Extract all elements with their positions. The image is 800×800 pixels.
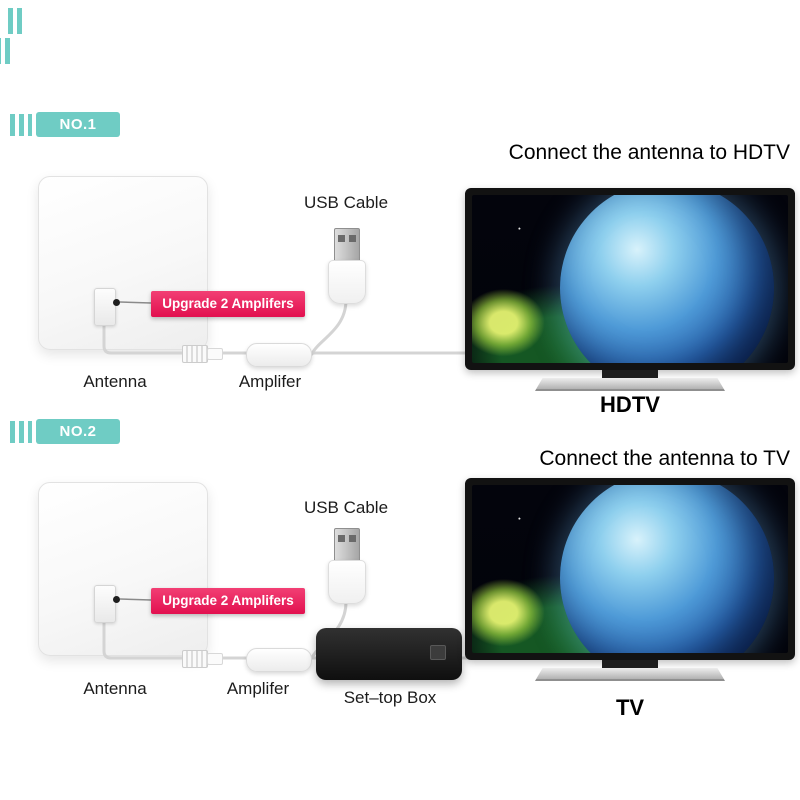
antenna-connector [94, 288, 116, 326]
settop-port [430, 645, 446, 660]
section1-stripe-icon [10, 114, 32, 136]
pointer-dot [113, 299, 120, 306]
amplifier [246, 343, 312, 367]
tv-screen [472, 485, 788, 653]
planet-graphic [560, 485, 774, 653]
usb-plug-icon [334, 228, 360, 262]
tv-stand-neck [602, 370, 658, 378]
pointer-dot [113, 596, 120, 603]
usb-plug-icon [334, 528, 360, 562]
usb-cable-label: USB Cable [303, 498, 389, 517]
amplifier-label: Amplifer [238, 372, 302, 391]
usb-slot [349, 535, 356, 542]
antenna-connector [94, 585, 116, 623]
tv-screen [472, 195, 788, 363]
settop-label: Set–top Box [343, 688, 437, 707]
usb-slot [338, 235, 345, 242]
usb-slot [349, 235, 356, 242]
tv-stand-base [535, 668, 725, 681]
amplifier [246, 648, 312, 672]
tv-caption: TV [615, 695, 645, 720]
tv-hdtv [465, 188, 795, 370]
section1-number-badge: NO.1 [36, 112, 120, 137]
usb-cable [310, 298, 348, 356]
coax-joint-icon [182, 345, 208, 363]
usb-plug-body [328, 560, 366, 604]
upgrade-badge: Upgrade 2 Amplifers [151, 588, 305, 614]
section2-stripe-icon [10, 421, 32, 443]
usb-cable-label: USB Cable [303, 193, 389, 212]
antenna-label: Antenna [83, 679, 147, 698]
tv-stand-base [535, 378, 725, 391]
section2-heading: Connect the antenna to TV [539, 447, 790, 470]
antenna-panel [38, 176, 208, 350]
antenna-panel [38, 482, 208, 656]
section1-heading: Connect the antenna to HDTV [508, 141, 790, 164]
amplifier-label: Amplifer [226, 679, 290, 698]
coax-joint-icon [182, 650, 208, 668]
usb-slot [338, 535, 345, 542]
tv-standard [465, 478, 795, 660]
coax-joint-icon [207, 653, 223, 665]
antenna-label: Antenna [83, 372, 147, 391]
upgrade-badge: Upgrade 2 Amplifers [151, 291, 305, 317]
corner-decor-icon [0, 38, 12, 64]
settop-box [316, 628, 462, 680]
tv-caption: HDTV [600, 392, 660, 417]
planet-graphic [560, 195, 774, 363]
section2-number-badge: NO.2 [36, 419, 120, 444]
tv-stand-neck [602, 660, 658, 668]
coax-joint-icon [207, 348, 223, 360]
usb-plug-body [328, 260, 366, 304]
corner-decor-icon [8, 8, 24, 34]
